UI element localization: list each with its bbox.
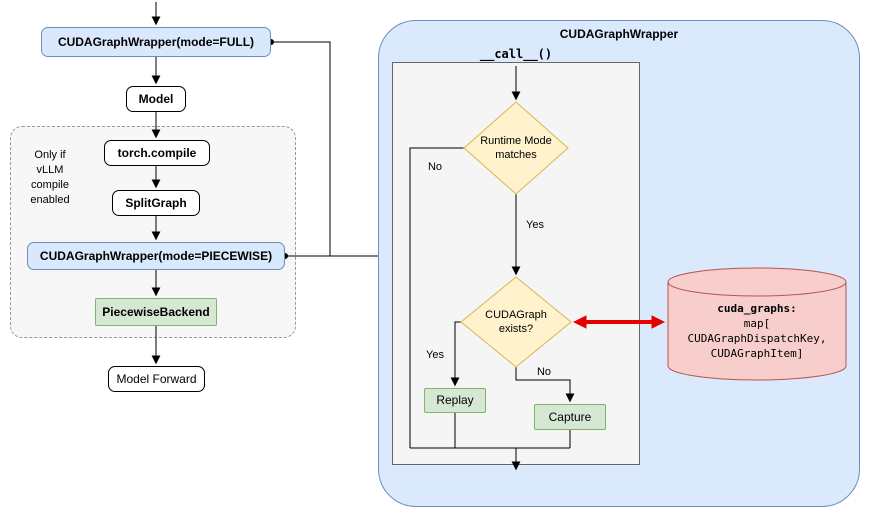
flow-edges [151,2,575,471]
piecewise-backend-node: PiecewiseBackend [95,298,217,326]
runtime-mode-diamond [463,101,569,195]
compile-group-note: Only if vLLM compile enabled [30,149,70,206]
torch-compile-node: torch.compile [104,140,210,166]
piecewise-wrapper-node: CUDAGraphWrapper(mode=PIECEWISE) [27,242,285,270]
call-label: __call__() [479,47,553,61]
split-graph-node: SplitGraph [112,190,200,216]
capture-node: Capture [534,404,606,430]
exists-yes-label: Yes [426,349,444,361]
replay-node: Replay [424,388,486,413]
cudagraph-exists-diamond-label: CUDAGraph exists? [485,309,547,335]
cuda-graphs-cylinder-body [667,282,847,381]
full-wrapper-node: CUDAGraphWrapper(mode=FULL) [41,27,271,57]
runtime-no-label: No [427,161,443,173]
cudagraph-exists-diamond [460,276,572,368]
model-forward-node: Model Forward [108,366,205,392]
wrapper-title: CUDAGraphWrapper [559,27,679,41]
runtime-yes-label: Yes [526,219,544,231]
runtime-mode-diamond-label: Runtime Mode matches [480,135,552,161]
store-line: CUDAGraphItem] [710,347,804,360]
exists-no-label: No [536,366,552,378]
store-line: map[ [743,317,771,330]
model-node: Model [126,86,186,112]
cuda-graphs-cylinder-top [667,267,847,297]
store-title: cuda_graphs: [717,302,797,315]
cuda-graphs-store-label: cuda_graphs: map[ CUDAGraphDispatchKey, … [670,301,844,361]
store-line: CUDAGraphDispatchKey, [687,332,827,345]
